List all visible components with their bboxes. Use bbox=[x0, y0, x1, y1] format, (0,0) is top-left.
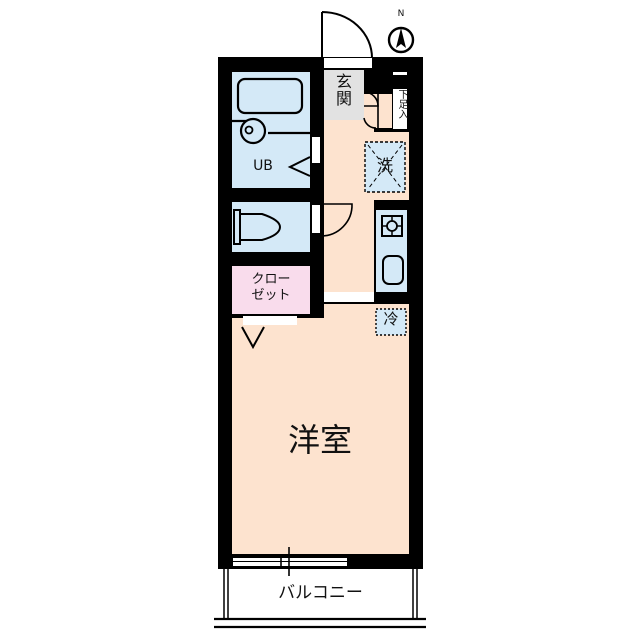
closet-door-opening bbox=[243, 316, 297, 325]
bath-label: UB bbox=[253, 158, 273, 174]
room-genkan bbox=[324, 70, 364, 120]
compass-wall-gap bbox=[393, 72, 407, 75]
room-western bbox=[232, 318, 409, 554]
entrance-door-opening bbox=[324, 58, 372, 68]
balcony-window-rail bbox=[232, 561, 348, 562]
genkan-label-line2: 関 bbox=[335, 88, 352, 108]
western-room-label: 洋室 bbox=[287, 421, 352, 459]
room-toilet bbox=[232, 202, 310, 252]
toilet-door-opening bbox=[311, 204, 321, 234]
closet-label-line1: クロー bbox=[251, 272, 291, 287]
shoe-box-label: 下足入 bbox=[396, 89, 407, 119]
room-closet bbox=[232, 266, 310, 314]
room-door-opening bbox=[324, 292, 374, 302]
closet-label-line2: ゼット bbox=[251, 288, 291, 304]
balcony-window bbox=[232, 557, 348, 567]
laundry-label: 洗 bbox=[376, 156, 393, 175]
bath-door-opening bbox=[311, 136, 321, 164]
closet-label: クロー ゼット bbox=[232, 272, 310, 305]
genkan-label-line1: 玄 bbox=[335, 72, 352, 91]
balcony-label: バルコニー bbox=[278, 583, 363, 603]
shoe-box bbox=[392, 88, 408, 130]
fridge-label: 冷 bbox=[383, 310, 399, 328]
compass-label: N bbox=[397, 9, 405, 19]
genkan-label: 玄 関 bbox=[330, 72, 358, 108]
